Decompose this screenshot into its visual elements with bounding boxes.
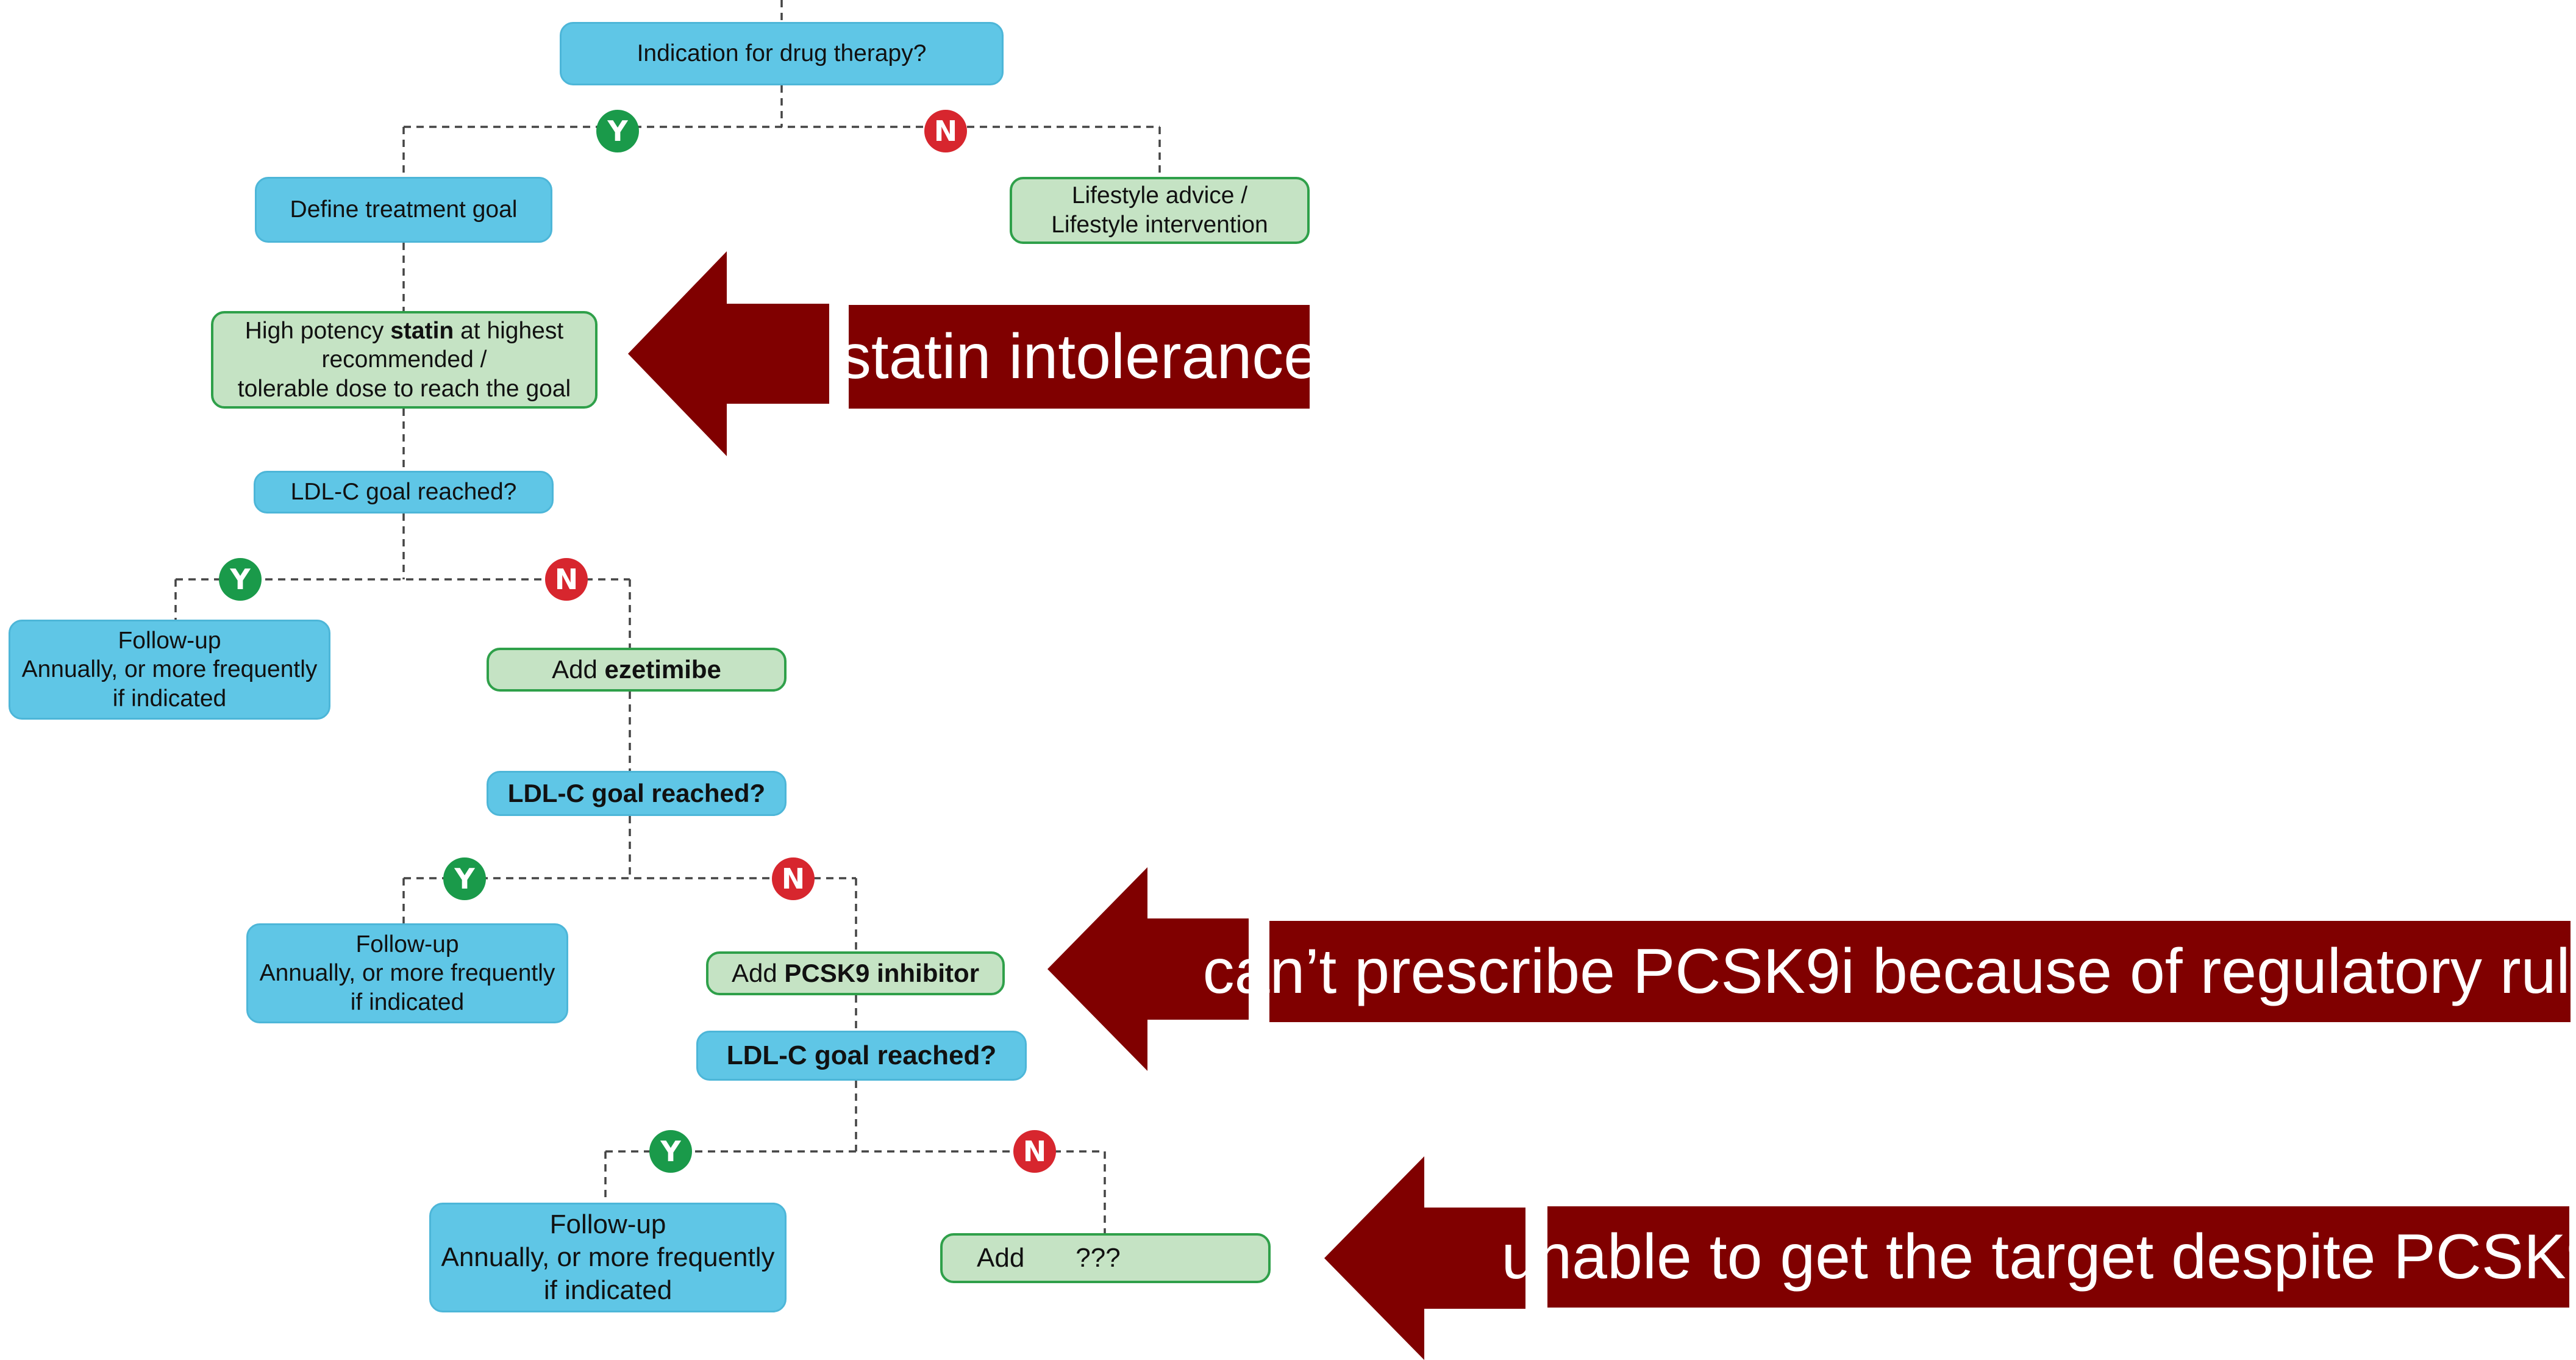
statin-label: High potency statin at highest recommend… [238, 317, 571, 404]
yes-badge: Y [443, 857, 486, 900]
no-badge: N [545, 558, 588, 601]
followup-box-2-label: Follow-up Annually, or more frequently i… [260, 930, 555, 1017]
add-unknown-label-pre: Add [977, 1242, 1024, 1275]
statin-box: High potency statin at highest recommend… [211, 311, 598, 409]
followup-box-3-label: Follow-up Annually, or more frequently i… [441, 1208, 774, 1306]
ezetimibe-label-bold: ezetimibe [605, 655, 721, 684]
indication-label: Indication for drug therapy? [637, 39, 927, 68]
left-arrow-icon [628, 251, 829, 456]
ldl-goal-question-2-label: LDL-C goal reached? [508, 778, 765, 809]
pcsk9-label-bold: PCSK9 inhibitor [784, 959, 979, 987]
define-goal-label: Define treatment goal [290, 195, 518, 224]
yes-badge: Y [596, 110, 639, 152]
no-badge: N [924, 110, 967, 152]
left-arrow-icon [1324, 1156, 1525, 1360]
ldl-goal-question-2: LDL-C goal reached? [487, 771, 787, 816]
no-badge: N [772, 857, 815, 900]
yes-badge: Y [649, 1130, 692, 1173]
statin-label-pre: High potency [245, 318, 390, 344]
ldl-goal-question-1: LDL-C goal reached? [254, 471, 554, 514]
followup-box-1-label: Follow-up Annually, or more frequently i… [22, 626, 318, 714]
ldl-goal-question-3-label: LDL-C goal reached? [727, 1039, 997, 1072]
indication-box: Indication for drug therapy? [560, 22, 1004, 85]
callout-statin-intolerance: statin intolerance [849, 305, 1310, 409]
pcsk9-label: Add PCSK9 inhibitor [732, 957, 979, 989]
pcsk9-box: Add PCSK9 inhibitor [706, 951, 1005, 995]
add-unknown-label-post: ??? [1076, 1242, 1120, 1275]
ldl-goal-question-3: LDL-C goal reached? [696, 1031, 1027, 1081]
callout-target-unreached: unable to get the target despite PCSK9i [1547, 1206, 2569, 1308]
callout-target-unreached-text: unable to get the target despite PCSK9i [1502, 1221, 2576, 1294]
ldl-goal-question-1-label: LDL-C goal reached? [291, 478, 517, 507]
ezetimibe-label: Add ezetimibe [552, 654, 721, 685]
followup-box-1: Follow-up Annually, or more frequently i… [9, 620, 330, 720]
callout-pcsk9-regulatory: can’t prescribe PCSK9i because of regula… [1269, 921, 2571, 1022]
no-badge: N [1013, 1130, 1056, 1173]
lifestyle-box: Lifestyle advice / Lifestyle interventio… [1010, 177, 1310, 244]
define-goal-box: Define treatment goal [255, 177, 552, 243]
callout-statin-intolerance-text: statin intolerance [840, 321, 1319, 393]
lifestyle-label: Lifestyle advice / Lifestyle interventio… [1051, 181, 1268, 239]
statin-label-bold: statin [390, 318, 454, 344]
ezetimibe-box: Add ezetimibe [487, 648, 787, 692]
callout-pcsk9-regulatory-text: can’t prescribe PCSK9i because of regula… [1203, 936, 2576, 1008]
ezetimibe-label-pre: Add [552, 655, 604, 684]
add-unknown-box: Add ??? [940, 1233, 1271, 1283]
followup-box-3: Follow-up Annually, or more frequently i… [429, 1203, 787, 1312]
yes-badge: Y [219, 558, 262, 601]
followup-box-2: Follow-up Annually, or more frequently i… [246, 923, 568, 1023]
pcsk9-label-pre: Add [732, 959, 784, 987]
